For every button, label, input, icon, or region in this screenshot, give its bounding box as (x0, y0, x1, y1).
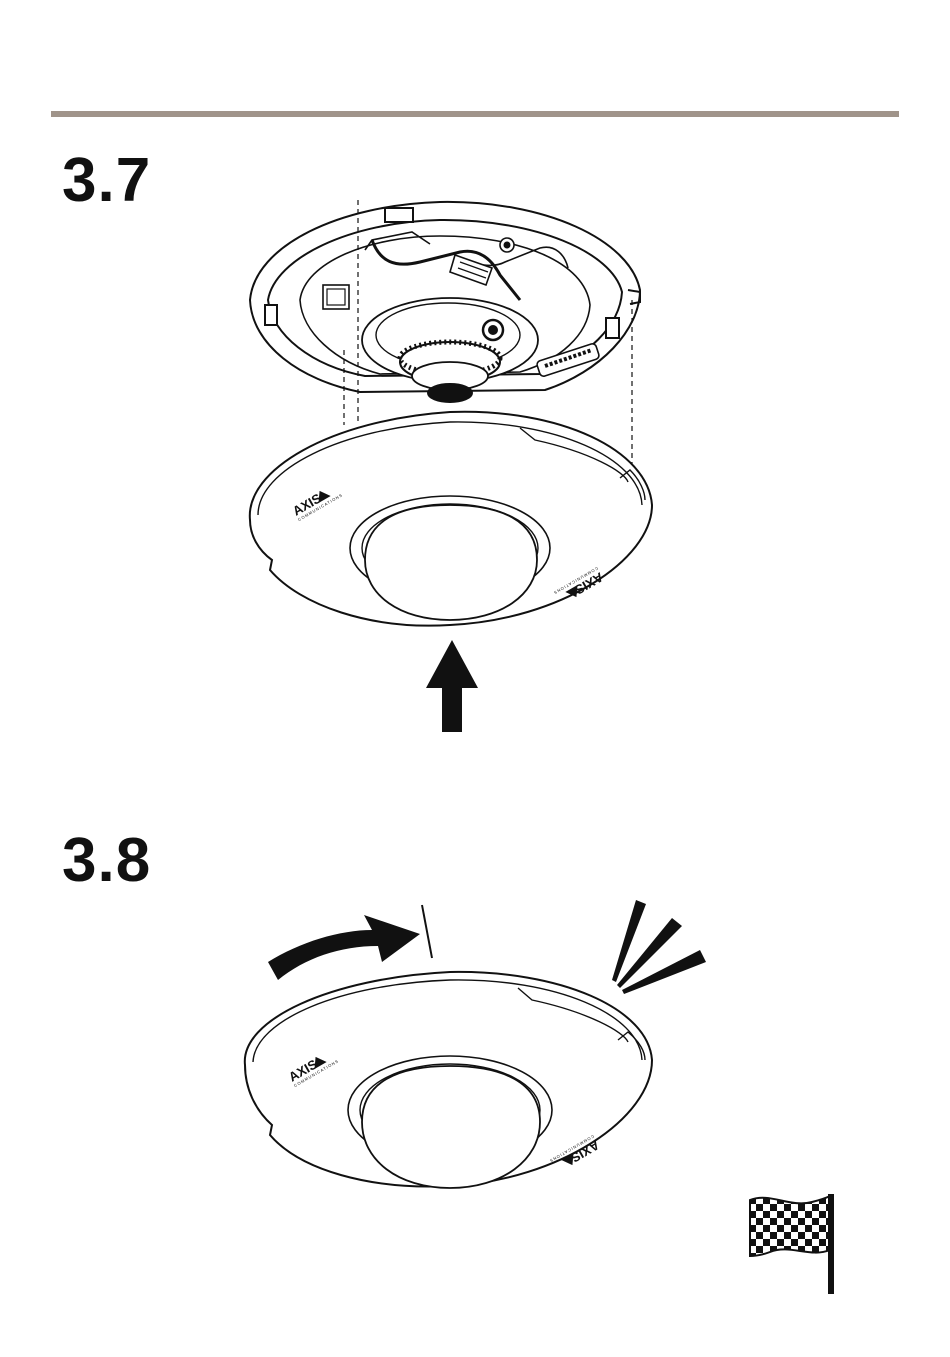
click-sound-icon (612, 900, 706, 994)
mount-base-illustration (250, 202, 640, 402)
checkered-flag-icon (750, 1194, 834, 1294)
dome-cover-illustration (250, 412, 652, 626)
stop-mark (422, 905, 432, 958)
arrow-up-icon (426, 640, 478, 732)
curved-arrow-icon (268, 915, 420, 980)
